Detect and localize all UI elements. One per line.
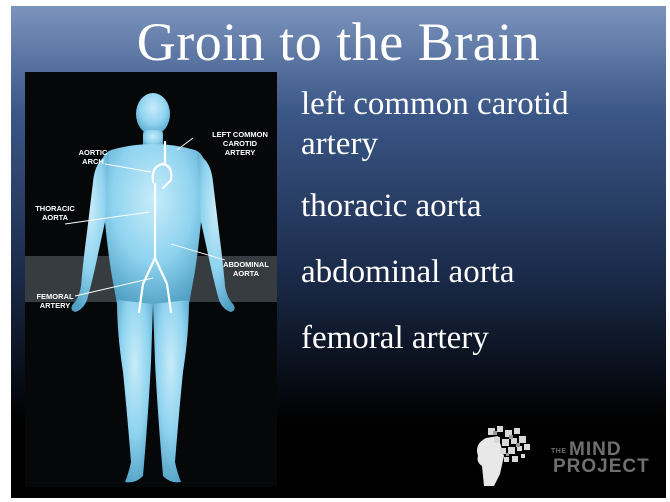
list-item: left common carotid artery [301, 84, 641, 164]
label-left-common-carotid: LEFT COMMON CAROTID ARTERY [205, 130, 275, 157]
label-abdominal-aorta: ABDOMINAL AORTA [215, 260, 277, 278]
label-femoral-artery: FEMORAL ARTERY [29, 292, 81, 310]
label-aortic-arch: AORTIC ARCH [67, 148, 119, 166]
logo-the-text: THE [551, 448, 567, 455]
list-item: femoral artery [301, 318, 641, 358]
mind-project-head-icon [464, 426, 546, 488]
anatomy-figure: LEFT COMMON CAROTID ARTERY AORTIC ARCH T… [25, 72, 277, 487]
list-item: abdominal aorta [301, 252, 641, 292]
slide-title: Groin to the Brain [11, 10, 666, 74]
logo-project-text: PROJECT [553, 456, 650, 478]
label-thoracic-aorta: THORACIC AORTA [27, 204, 83, 222]
list-item: thoracic aorta [301, 186, 641, 226]
slide: Groin to the Brain [11, 6, 666, 498]
